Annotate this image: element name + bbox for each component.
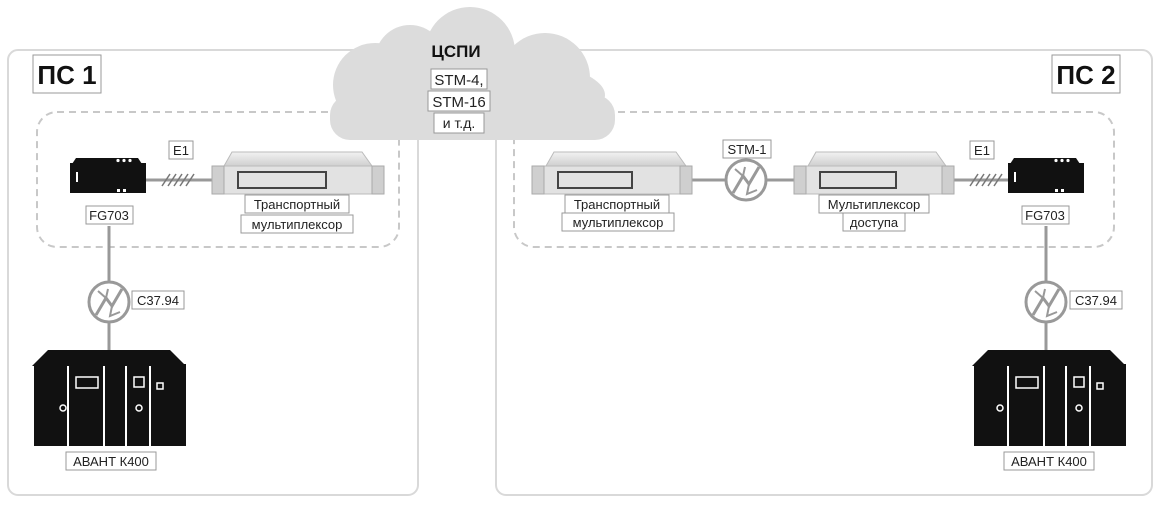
avant-label-box-left — [65, 451, 157, 471]
access-mux-right — [793, 151, 955, 195]
e1-label-right: E1 — [974, 143, 990, 158]
transport-mux-right — [531, 151, 693, 195]
e1-label-left: E1 — [173, 143, 189, 158]
dashed-group-right — [513, 111, 1115, 248]
c37-converter-icon-left — [87, 280, 131, 324]
network-line1: STM-4, — [434, 72, 483, 89]
network-line3-box — [433, 112, 485, 134]
network-line3: и т.д. — [443, 115, 476, 131]
mux-label2-box-right — [561, 212, 675, 232]
site-frame-right — [495, 49, 1153, 496]
fg-label-right: FG703 — [1025, 208, 1065, 223]
fg-label-box-right — [1021, 205, 1070, 225]
c37-label-box-right — [1069, 290, 1123, 310]
access-label1: Мультиплексор — [828, 197, 921, 212]
fg703-device-left — [70, 158, 146, 193]
avant-label-right: АВАНТ К400 — [1011, 454, 1087, 469]
stm1-label-box — [722, 139, 772, 159]
c37-label-right: C37.94 — [1075, 293, 1117, 308]
c37-label-box-left — [131, 290, 185, 310]
mux-label1-right: Транспортный — [574, 197, 660, 212]
stm1-converter-icon — [724, 158, 768, 202]
network-line2-box — [427, 90, 491, 112]
e1-label-box-left — [168, 140, 194, 160]
c37-converter-icon-right — [1024, 280, 1068, 324]
network-line2: STM-16 — [432, 94, 485, 111]
site-title-left: ПС 1 — [37, 60, 96, 90]
mux-label1-box-left — [244, 194, 350, 214]
e1-hatch-left — [161, 173, 195, 187]
fg-label-left: FG703 — [89, 208, 129, 223]
network-line1-box — [430, 68, 488, 90]
e1-label-box-right — [969, 140, 995, 160]
mux-label1-left: Транспортный — [254, 197, 340, 212]
network-name: ЦСПИ — [431, 42, 480, 61]
site-title-right: ПС 2 — [1056, 60, 1115, 90]
avant-label-left: АВАНТ К400 — [73, 454, 149, 469]
transport-mux-left — [211, 151, 385, 195]
e1-hatch-right — [969, 173, 1003, 187]
mux-label2-box-left — [240, 214, 354, 234]
avant-k400-device-left — [32, 350, 186, 446]
avant-k400-device-right — [972, 350, 1126, 446]
fg703-device-right — [1008, 158, 1084, 193]
avant-label-box-right — [1003, 451, 1095, 471]
stm1-label: STM-1 — [728, 142, 767, 157]
mux-label2-right: мультиплексор — [573, 215, 664, 230]
mux-label2-left: мультиплексор — [252, 217, 343, 232]
fg-label-box-left — [85, 205, 134, 225]
c37-label-left: C37.94 — [137, 293, 179, 308]
site-title-box-left — [32, 54, 102, 94]
access-label2-box — [842, 212, 906, 232]
access-label2: доступа — [850, 215, 899, 230]
site-frame-left — [7, 49, 419, 496]
dashed-group-left — [36, 111, 400, 248]
site-title-box-right — [1051, 54, 1121, 94]
